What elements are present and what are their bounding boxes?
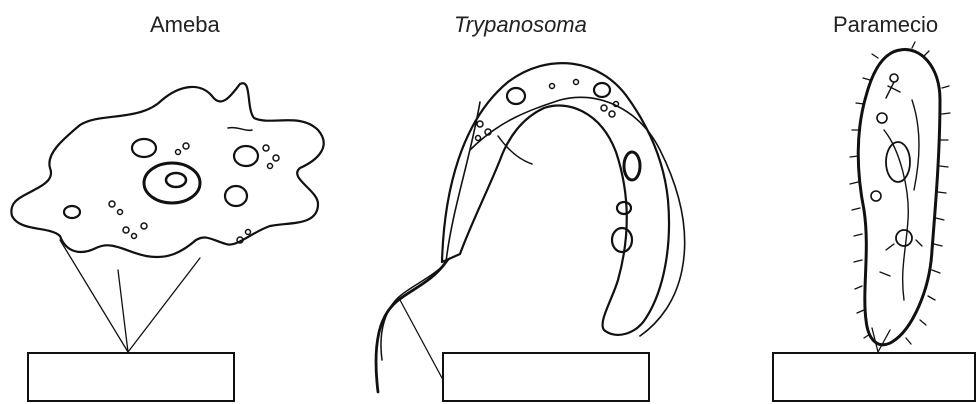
ameba-nucleolus: [166, 173, 186, 187]
trypanosoma-body: [442, 63, 669, 335]
trypanosoma-flagellum: [376, 262, 446, 392]
paramecio-drawing: [850, 42, 950, 352]
trypanosoma-answer-box[interactable]: [442, 352, 650, 402]
ameba-body: [11, 83, 323, 257]
trypanosoma-nucleus: [624, 152, 640, 180]
trypanosoma-drawing: [376, 63, 685, 392]
ameba-drawing: [11, 83, 323, 352]
ameba-answer-box[interactable]: [27, 352, 235, 402]
trypanosoma-pointer-line: [400, 300, 442, 378]
paramecio-answer-box[interactable]: [772, 352, 976, 402]
ameba-pointer-line-2: [118, 270, 128, 352]
ameba-pointer-line-3: [128, 258, 200, 352]
ameba-pointer-line-1: [60, 240, 128, 352]
trypanosoma-membrane: [446, 97, 685, 336]
paramecio-pointer-line-2: [878, 330, 890, 352]
ameba-nucleus: [144, 163, 200, 203]
